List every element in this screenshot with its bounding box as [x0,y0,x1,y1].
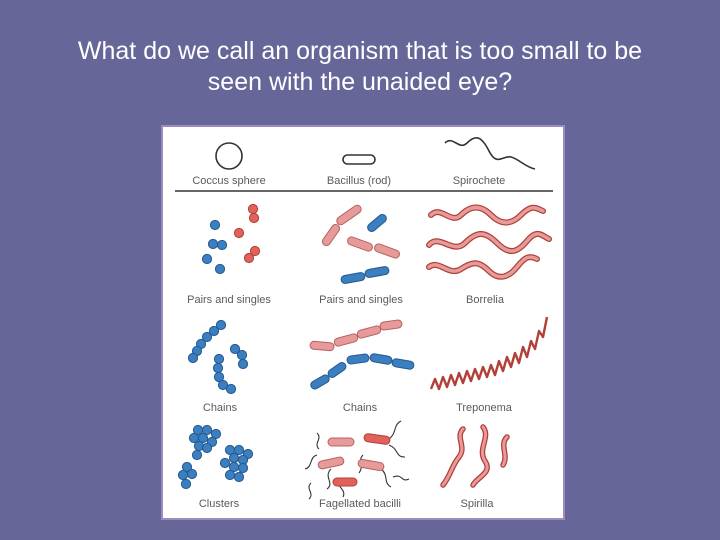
row2-bacillus-label: Chains [343,402,378,414]
bacilli-chains [309,319,415,390]
slide-title-line-1: What do we call an organism that is too … [77,37,643,65]
row1-spirochete-label: Borrelia [466,294,505,306]
cocci-pairs-and-singles [201,203,261,275]
cocci-clusters [177,424,254,490]
header-spirochete-label: Spirochete [453,175,506,187]
row3-coccus-label: Clusters [199,498,240,510]
spirilla-illustration [440,424,510,488]
bacillus-rod-icon [342,154,376,165]
flagellated-bacilli [304,420,410,500]
cocci-chains [187,319,249,395]
header-bacillus-label: Bacillus (rod) [327,175,391,187]
bacteria-shapes-illustration: Coccus sphere Bacillus (rod) Spirochete [175,136,553,510]
row3-spirochete-label: Spirilla [460,498,494,510]
coccus-sphere-icon [215,142,243,170]
slide-title: What do we call an organism that is too … [20,36,700,98]
spirochete-icon [444,136,536,170]
treponema-illustration [429,316,549,391]
bacteria-shapes-figure: Coccus sphere Bacillus (rod) Spirochete [161,125,565,520]
bacilli-pairs-and-singles [321,204,400,284]
row2-spirochete-label: Treponema [456,402,513,414]
row2-coccus-label: Chains [203,402,238,414]
slide-title-line-2: seen with the unaided eye? [207,68,513,96]
row1-coccus-label: Pairs and singles [187,294,271,306]
borrelia-illustration [426,204,552,280]
header-coccus-label: Coccus sphere [192,175,265,187]
row1-bacillus-label: Pairs and singles [319,294,403,306]
row3-bacillus-label: Fagellated bacilli [319,498,401,510]
